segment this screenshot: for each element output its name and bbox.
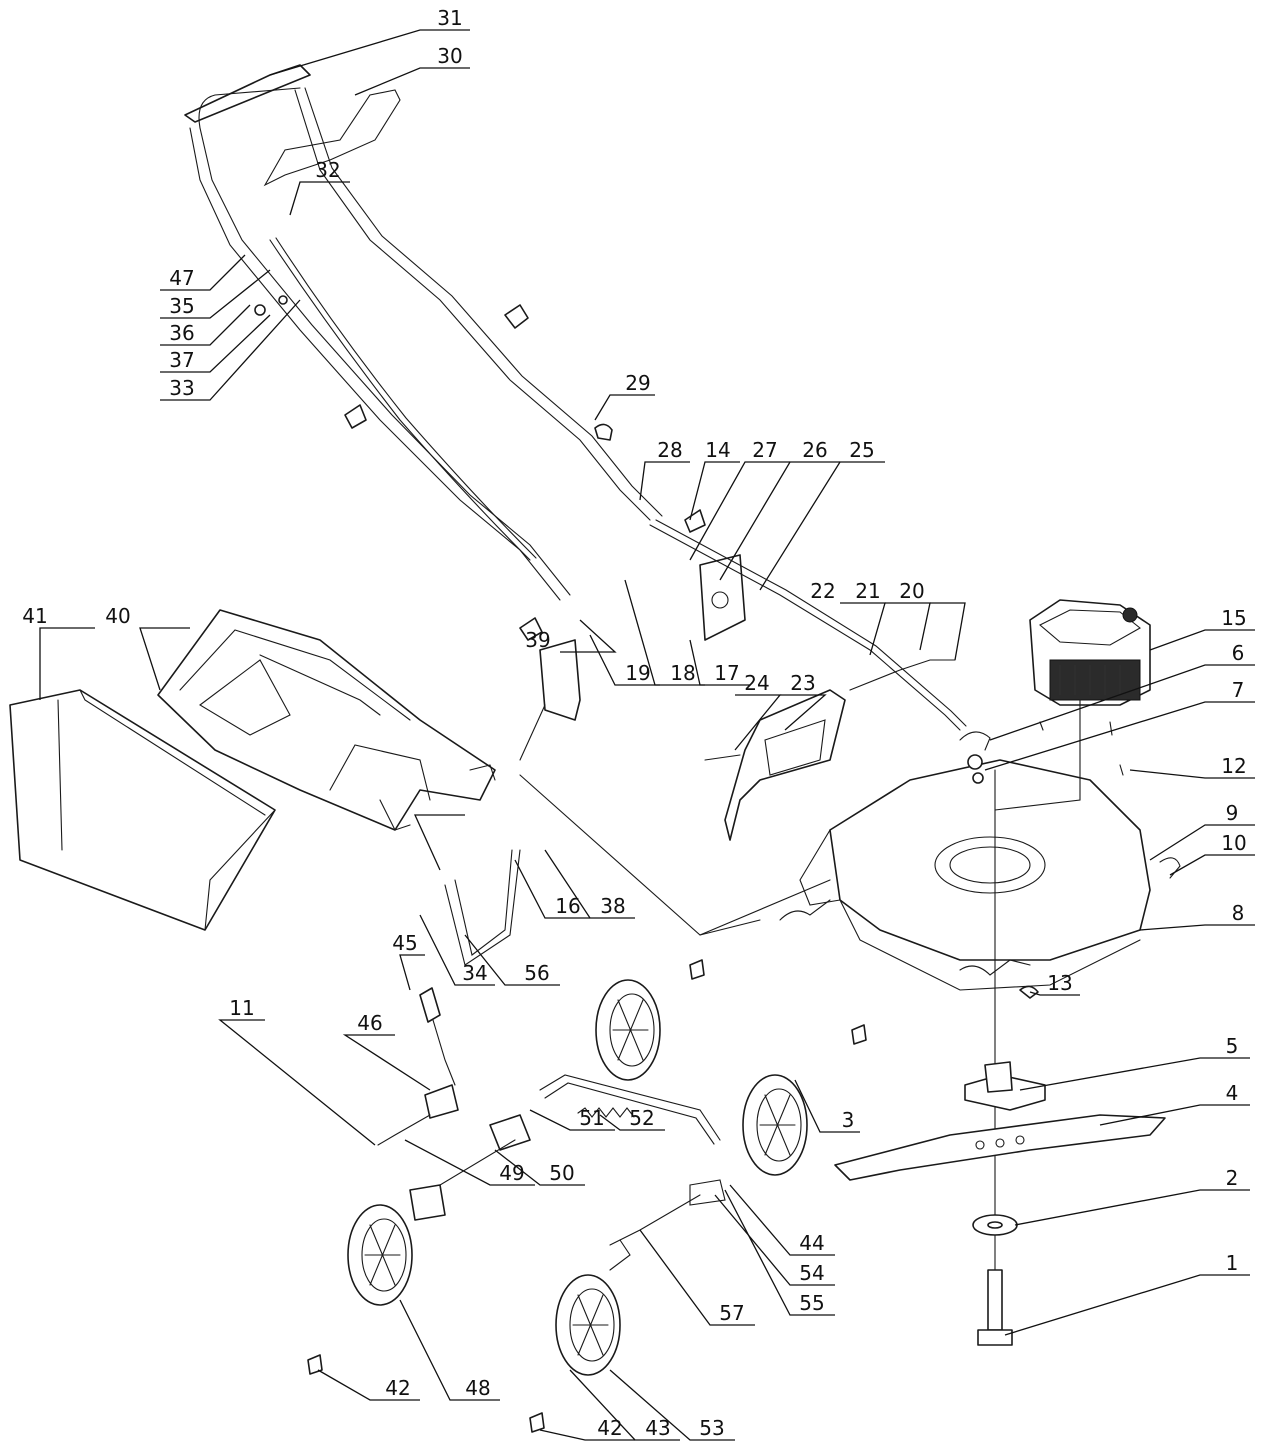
callout-43: 43 bbox=[645, 1416, 670, 1440]
leader-lines bbox=[39, 29, 1255, 1441]
handle-brackets bbox=[539, 554, 746, 721]
callout-51: 51 bbox=[579, 1106, 604, 1130]
blade-bolt bbox=[977, 1269, 1013, 1346]
callout-31: 31 bbox=[437, 6, 462, 30]
callout-55: 55 bbox=[799, 1291, 824, 1315]
callout-15: 15 bbox=[1221, 606, 1246, 630]
callout-3: 3 bbox=[842, 1108, 855, 1132]
height-spring bbox=[577, 1107, 635, 1118]
small-fasteners bbox=[779, 721, 1181, 999]
callout-49: 49 bbox=[499, 1161, 524, 1185]
callout-30: 30 bbox=[437, 44, 462, 68]
callout-46: 46 bbox=[357, 1011, 382, 1035]
callout-39: 39 bbox=[525, 628, 550, 652]
mower-deck bbox=[799, 759, 1151, 991]
assembly-guide-lines bbox=[519, 704, 831, 936]
height-adjust-lever bbox=[377, 987, 459, 1146]
callout-57: 57 bbox=[719, 1301, 744, 1325]
callout-18: 18 bbox=[670, 661, 695, 685]
engine bbox=[1029, 599, 1151, 706]
callout-48: 48 bbox=[465, 1376, 490, 1400]
callout-12: 12 bbox=[1221, 754, 1246, 778]
callout-2: 2 bbox=[1226, 1166, 1239, 1190]
rear-flap bbox=[704, 689, 846, 841]
callout-27: 27 bbox=[752, 438, 777, 462]
grass-catcher-bag bbox=[9, 689, 276, 931]
callout-33: 33 bbox=[169, 376, 194, 400]
callout-10: 10 bbox=[1221, 831, 1246, 855]
hub-caps bbox=[307, 959, 867, 1433]
callout-32: 32 bbox=[315, 158, 340, 182]
callout-47: 47 bbox=[169, 266, 194, 290]
callout-19: 19 bbox=[625, 661, 650, 685]
callout-42-right: 42 bbox=[597, 1416, 622, 1440]
callout-13: 13 bbox=[1047, 971, 1072, 995]
rear-flap-bracket bbox=[444, 849, 521, 966]
callout-1: 1 bbox=[1226, 1251, 1239, 1275]
callout-45: 45 bbox=[392, 931, 417, 955]
callout-7: 7 bbox=[1232, 678, 1245, 702]
blade-adapter bbox=[964, 1061, 1046, 1111]
wheel-rear-left bbox=[347, 1204, 413, 1306]
callout-8: 8 bbox=[1232, 901, 1245, 925]
callout-16: 16 bbox=[555, 894, 580, 918]
callout-53: 53 bbox=[699, 1416, 724, 1440]
callout-35: 35 bbox=[169, 294, 194, 318]
wheel-front-left bbox=[595, 979, 661, 1081]
callout-5: 5 bbox=[1226, 1034, 1239, 1058]
callout-50: 50 bbox=[549, 1161, 574, 1185]
engine-mount-line bbox=[994, 699, 1081, 811]
front-axle-assembly bbox=[409, 1074, 726, 1271]
callout-24: 24 bbox=[744, 671, 769, 695]
callout-52: 52 bbox=[629, 1106, 654, 1130]
grass-catcher-frame bbox=[157, 609, 496, 831]
cutting-blade bbox=[834, 1114, 1166, 1181]
callout-29: 29 bbox=[625, 371, 650, 395]
callout-34: 34 bbox=[462, 961, 487, 985]
handle-knobs bbox=[254, 295, 706, 641]
callout-38: 38 bbox=[600, 894, 625, 918]
handle-assembly bbox=[184, 64, 663, 601]
callout-labels: 1 2 3 4 5 6 7 8 9 10 11 12 13 14 15 16 1… bbox=[22, 6, 1246, 1440]
wheel-front-right bbox=[742, 1074, 808, 1176]
callout-40: 40 bbox=[105, 604, 130, 628]
blade-washer bbox=[972, 1214, 1018, 1236]
callout-44: 44 bbox=[799, 1231, 824, 1255]
callout-26: 26 bbox=[802, 438, 827, 462]
wheel-rear-right bbox=[555, 1274, 621, 1376]
callout-54: 54 bbox=[799, 1261, 824, 1285]
callout-25: 25 bbox=[849, 438, 874, 462]
callout-17: 17 bbox=[714, 661, 739, 685]
callout-56: 56 bbox=[524, 961, 549, 985]
throttle-cable bbox=[649, 519, 967, 731]
callout-6: 6 bbox=[1232, 641, 1245, 665]
callout-11: 11 bbox=[229, 996, 254, 1020]
callout-37: 37 bbox=[169, 348, 194, 372]
callout-14: 14 bbox=[705, 438, 730, 462]
callout-21: 21 bbox=[855, 579, 880, 603]
callout-36: 36 bbox=[169, 321, 194, 345]
callout-41: 41 bbox=[22, 604, 47, 628]
callout-20: 20 bbox=[899, 579, 924, 603]
callout-9: 9 bbox=[1226, 801, 1239, 825]
callout-4: 4 bbox=[1226, 1081, 1239, 1105]
callout-22: 22 bbox=[810, 579, 835, 603]
callout-42-left: 42 bbox=[385, 1376, 410, 1400]
callout-28: 28 bbox=[657, 438, 682, 462]
callout-23: 23 bbox=[790, 671, 815, 695]
